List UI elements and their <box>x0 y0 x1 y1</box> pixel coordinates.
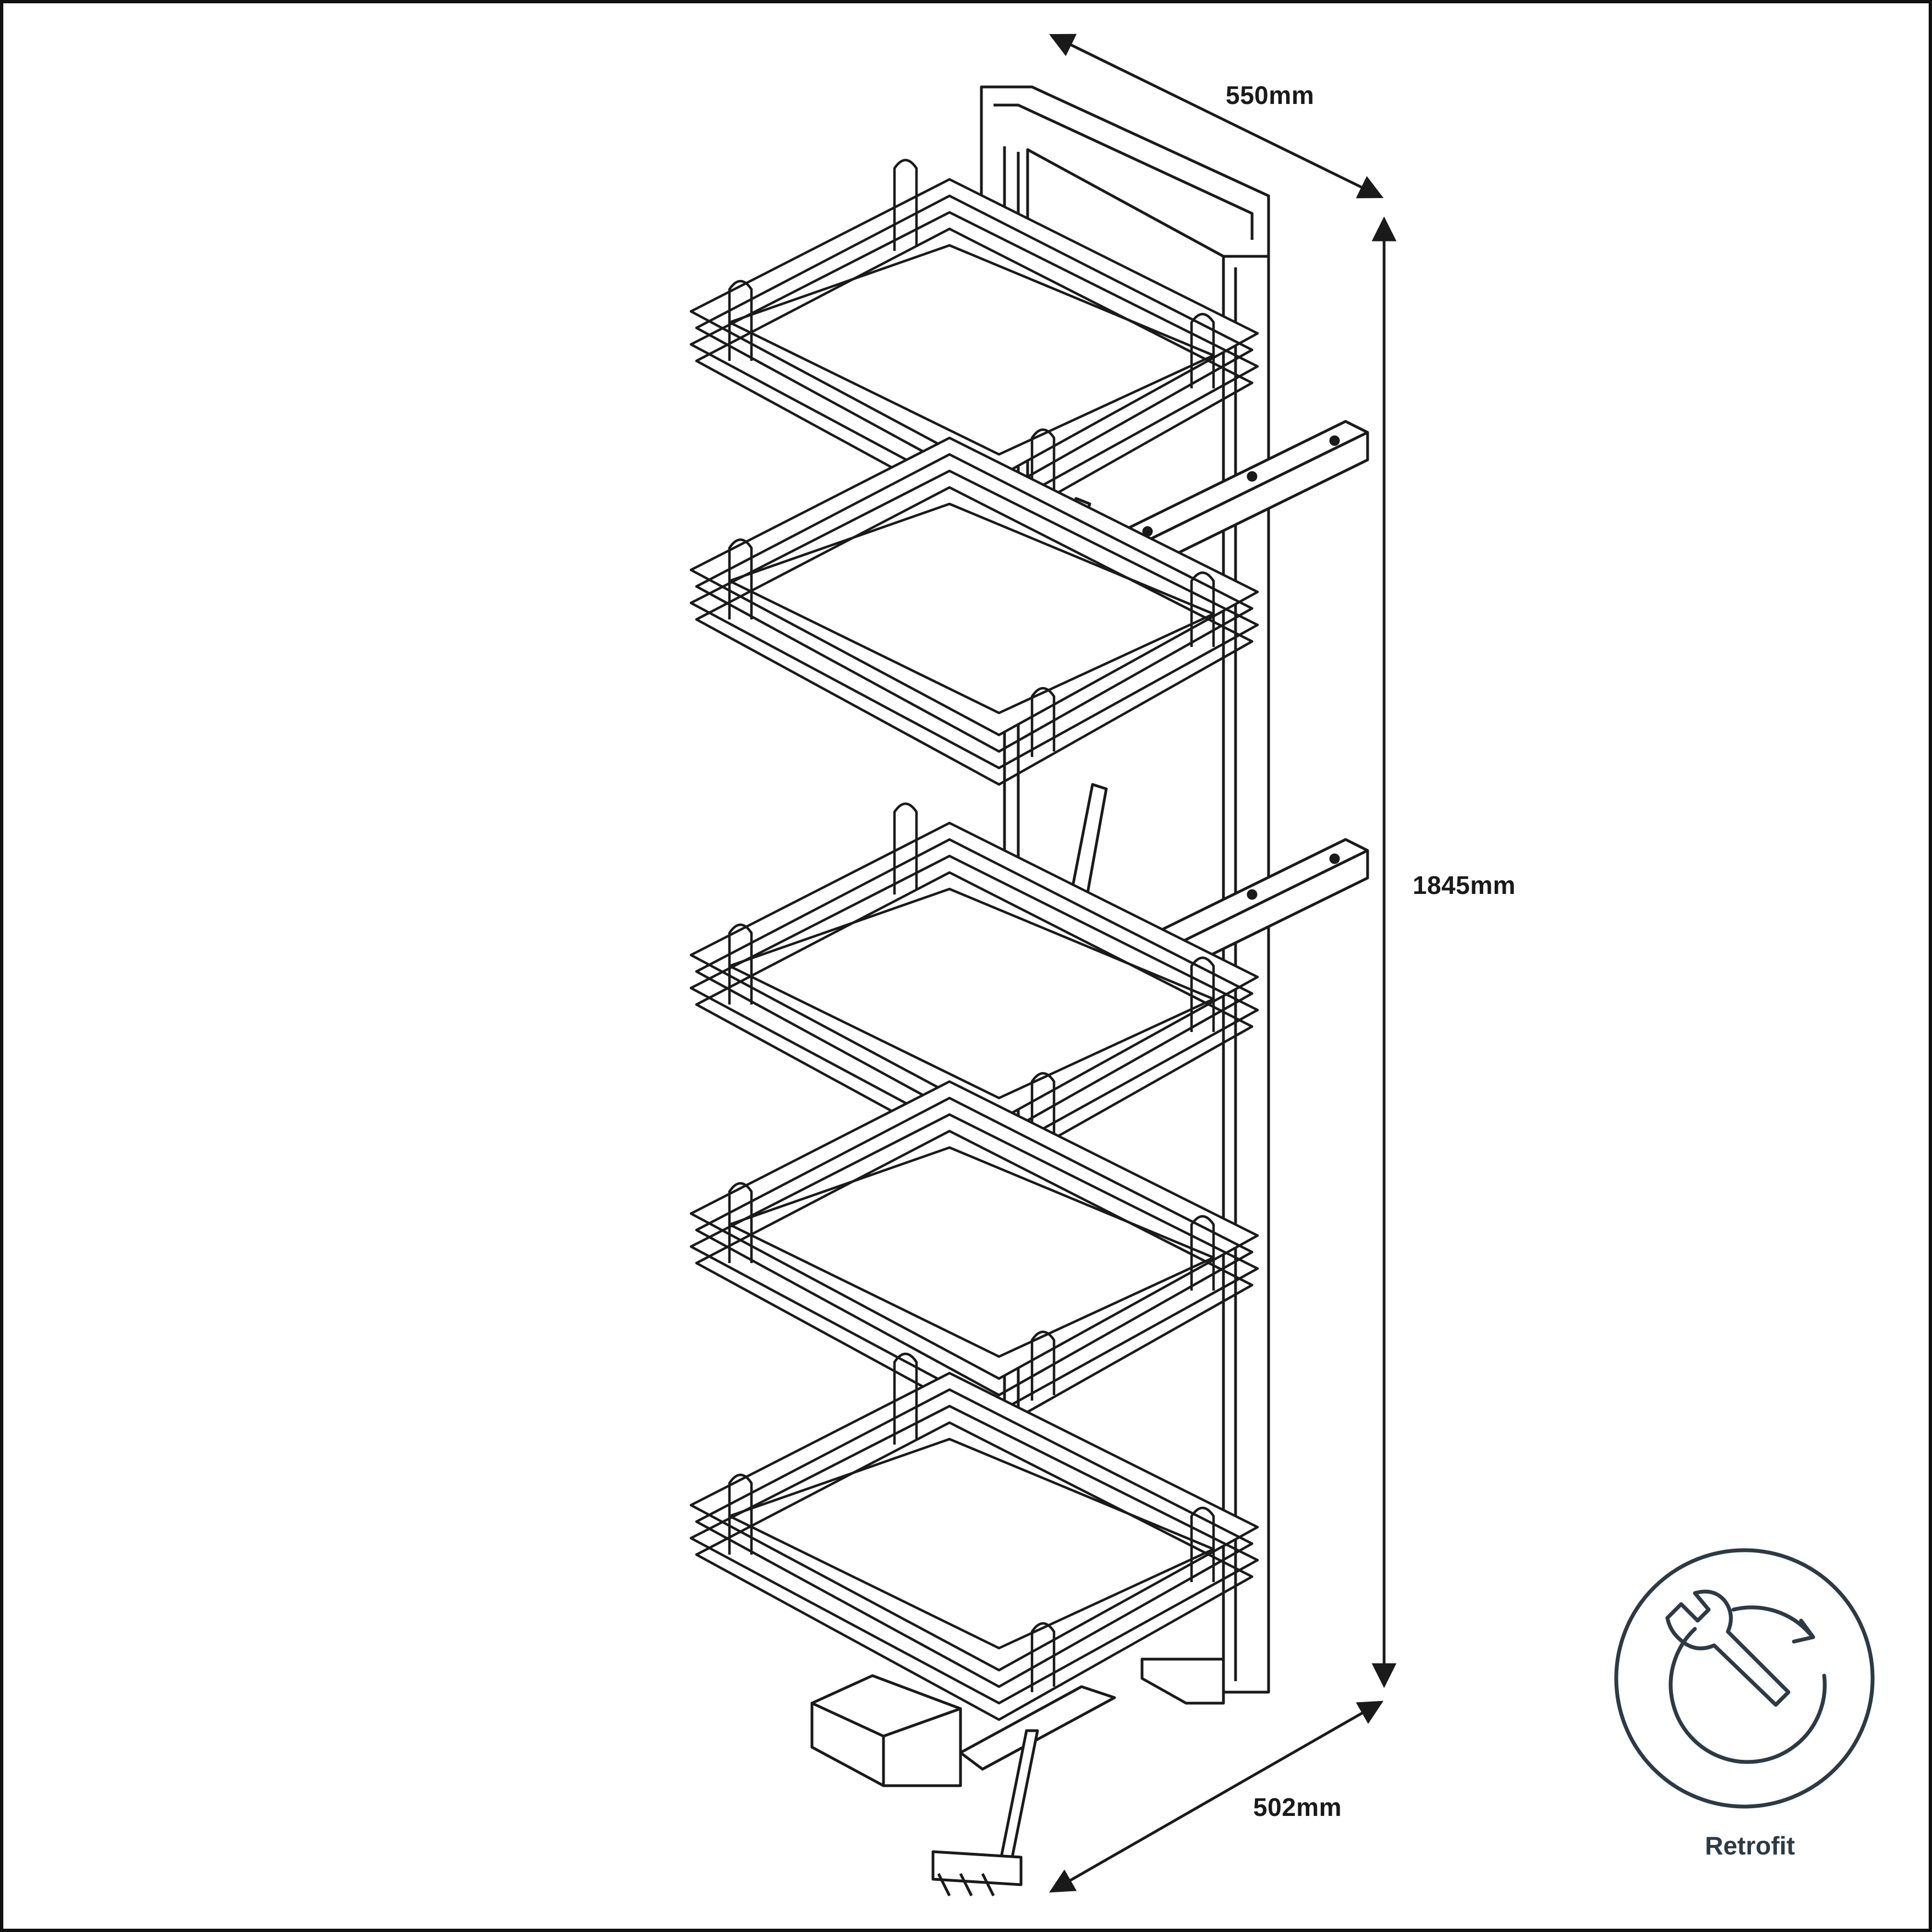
bottom-runner <box>810 1674 1116 1897</box>
height-label: 1845mm <box>1413 871 1516 899</box>
basket-5 <box>689 1352 1259 1721</box>
width-label: 550mm <box>1226 81 1315 109</box>
basket-2 <box>689 436 1259 786</box>
depth-dimension-line <box>1049 1700 1384 1893</box>
wrench-rotate-icon <box>1665 1589 1827 1764</box>
basket-1 <box>689 158 1259 528</box>
badge-circle <box>1614 1548 1875 1809</box>
basket-4 <box>689 1080 1259 1430</box>
retrofit-badge <box>1614 1548 1875 1809</box>
width-dimension-line <box>1049 34 1384 199</box>
retrofit-label: Retrofit <box>1705 1831 1795 1860</box>
dimension-lines <box>1049 34 1397 1893</box>
depth-label: 502mm <box>1253 1793 1342 1821</box>
basket-3 <box>689 802 1259 1171</box>
pantry-pullout-drawing <box>689 34 1875 1897</box>
